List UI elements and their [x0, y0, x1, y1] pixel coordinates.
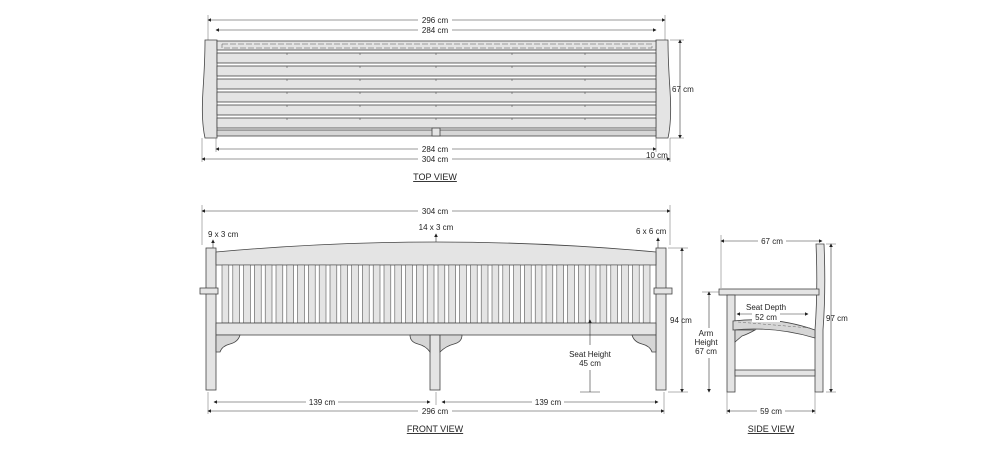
- front-overall-width-label: 304 cm: [422, 207, 449, 216]
- front-leg-span-label: 296 cm: [422, 407, 449, 416]
- top-overall-width-bottom-label: 304 cm: [422, 155, 449, 164]
- front-back-slats: [221, 264, 651, 324]
- back-slat: [372, 264, 381, 324]
- top-depth-label: 67 cm: [672, 85, 694, 94]
- top-view: 296 cm 284 cm 67 cm: [201, 14, 694, 182]
- back-slat: [275, 264, 284, 324]
- back-slat: [448, 264, 456, 324]
- back-slat: [340, 264, 348, 324]
- front-seat-height-label: Seat Height: [569, 350, 612, 359]
- back-slat: [221, 264, 230, 324]
- front-seat-height-value: 45 cm: [579, 359, 601, 368]
- top-back-studs: [221, 43, 653, 49]
- side-view: 67 cm Seat Depth 52 cm Arm Height 67 cm …: [694, 235, 848, 434]
- top-seat-width-label: 284 cm: [422, 145, 449, 154]
- back-slat: [383, 264, 392, 324]
- top-overall-width-label: 296 cm: [422, 16, 449, 25]
- back-slat: [621, 264, 629, 324]
- front-span-left-label: 139 cm: [309, 398, 336, 407]
- back-slat: [545, 264, 554, 324]
- top-view-title: TOP VIEW: [413, 172, 457, 182]
- back-slat: [329, 264, 338, 324]
- back-slat: [610, 264, 618, 324]
- back-slat: [437, 264, 446, 324]
- front-post-size-label: 9 x 3 cm: [208, 230, 239, 239]
- back-slat: [556, 264, 564, 324]
- back-slat: [588, 264, 597, 324]
- back-slat: [286, 264, 294, 324]
- side-seat-depth-value: 52 cm: [755, 313, 777, 322]
- side-seat-depth-label: Seat Depth: [746, 303, 786, 312]
- back-slat: [480, 264, 489, 324]
- back-slat: [459, 264, 467, 324]
- back-slat: [351, 264, 359, 324]
- back-slat: [254, 264, 262, 324]
- back-slat: [599, 264, 608, 324]
- back-slat: [232, 264, 240, 324]
- top-backrest-width-label: 284 cm: [422, 26, 449, 35]
- back-slat: [567, 264, 575, 324]
- side-base-depth-label: 59 cm: [760, 407, 782, 416]
- back-slat: [491, 264, 500, 324]
- back-slat: [513, 264, 521, 324]
- back-slat: [405, 264, 413, 324]
- back-slat: [632, 264, 640, 324]
- back-slat: [470, 264, 478, 324]
- back-slat: [416, 264, 424, 324]
- side-arm-height-value: 67 cm: [695, 347, 717, 356]
- back-slat: [318, 264, 327, 324]
- back-slat: [394, 264, 402, 324]
- front-arm-post-label: 6 x 6 cm: [636, 227, 667, 236]
- side-arm-height-l1: Arm: [699, 329, 714, 338]
- side-overall-depth-label: 67 cm: [761, 237, 783, 246]
- front-view: 304 cm 9 x 3 cm 14 x 3 cm 6 x 6 cm 94 cm: [199, 205, 692, 434]
- front-top-rail-label: 14 x 3 cm: [419, 223, 454, 232]
- back-slat: [264, 264, 273, 324]
- front-height-label: 94 cm: [670, 316, 692, 325]
- back-slat: [308, 264, 316, 324]
- back-slat: [362, 264, 370, 324]
- back-slat: [426, 264, 435, 324]
- side-height-label: 97 cm: [826, 314, 848, 323]
- side-arm-height-l2: Height: [694, 338, 718, 347]
- back-slat: [243, 264, 251, 324]
- back-slat: [642, 264, 651, 324]
- side-view-title: SIDE VIEW: [748, 424, 795, 434]
- back-slat: [297, 264, 305, 324]
- front-span-right-label: 139 cm: [535, 398, 562, 407]
- top-arm-width-label: 10 cm: [646, 151, 668, 160]
- back-slat: [578, 264, 586, 324]
- back-slat: [534, 264, 543, 324]
- back-slat: [524, 264, 532, 324]
- back-slat: [502, 264, 510, 324]
- front-view-title: FRONT VIEW: [407, 424, 464, 434]
